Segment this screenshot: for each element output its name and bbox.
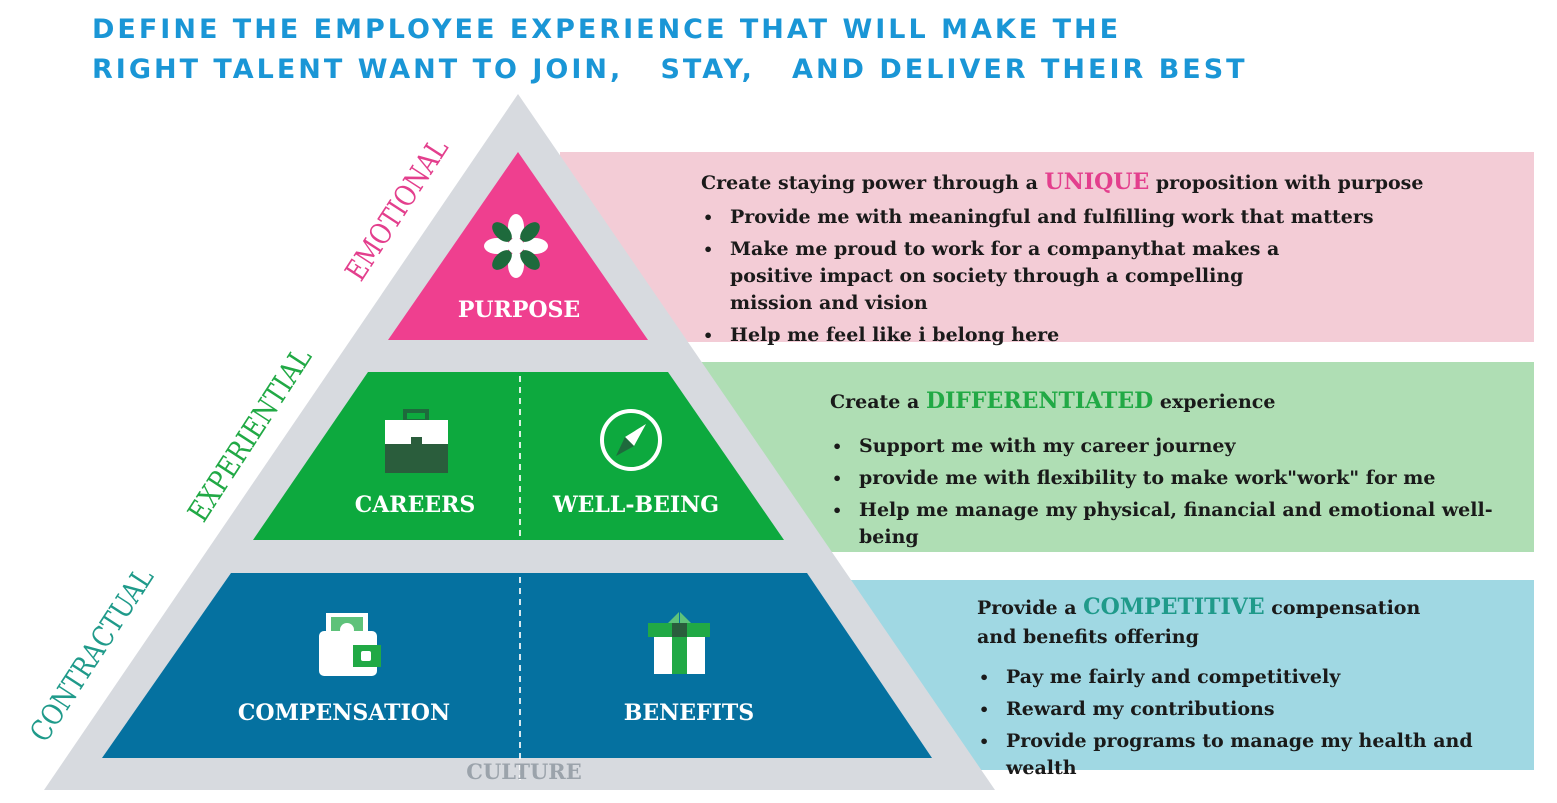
- contractual-keyword: COMPETITIVE: [1083, 594, 1265, 620]
- emotional-heading: Create staying power through a UNIQUE pr…: [701, 168, 1521, 198]
- emotional-heading-pre: Create staying power through a: [701, 172, 1045, 194]
- contractual-heading: Provide a COMPETITIVE compensation and b…: [977, 593, 1457, 652]
- emotional-bullet-list: Provide me with meaningful and fulfillin…: [701, 204, 1521, 349]
- page-title: DEFINE THE EMPLOYEE EXPERIENCE THAT WILL…: [92, 10, 1248, 90]
- compass-icon: [600, 409, 662, 471]
- contractual-heading-post: compensation and benefits offering: [977, 597, 1421, 648]
- careers-label: CAREERS: [355, 492, 476, 518]
- list-item: Help me feel like i belong here: [701, 322, 1521, 349]
- list-item: Make me proud to work for a companythat …: [701, 236, 1330, 317]
- experiential-bullet-list: Support me with my career journey provid…: [830, 433, 1530, 551]
- contractual-heading-pre: Provide a: [977, 597, 1084, 619]
- experiential-heading-pre: Create a: [830, 391, 926, 413]
- culture-label: CULTURE: [466, 759, 581, 784]
- list-item: Reward my contributions: [977, 696, 1527, 723]
- emotional-heading-post: proposition with purpose: [1149, 172, 1424, 194]
- experiential-keyword: DIFFERENTIATED: [925, 388, 1154, 414]
- list-item: Support me with my career journey: [830, 433, 1530, 460]
- emotional-keyword: UNIQUE: [1044, 169, 1150, 195]
- experiential-panel: Create a DIFFERENTIATED experience Suppo…: [830, 387, 1530, 556]
- wallet-icon: [319, 613, 381, 676]
- purpose-label: PURPOSE: [458, 297, 580, 323]
- experiential-tier: [253, 372, 784, 540]
- benefits-label: BENEFITS: [624, 700, 754, 726]
- briefcase-icon: [385, 409, 448, 473]
- list-item: Pay me fairly and competitively: [977, 664, 1527, 691]
- title-line-2: RIGHT TALENT WANT TO JOIN, STAY, AND DEL…: [92, 54, 1248, 85]
- contractual-panel: Provide a COMPETITIVE compensation and b…: [977, 593, 1527, 787]
- contractual-tier: [102, 573, 932, 758]
- flower-icon: [484, 214, 548, 278]
- experiential-heading-post: experience: [1153, 391, 1276, 413]
- list-item: Provide me with meaningful and fulfillin…: [701, 204, 1521, 231]
- compensation-label: COMPENSATION: [238, 700, 450, 726]
- gift-icon: [648, 612, 710, 674]
- experiential-heading: Create a DIFFERENTIATED experience: [830, 387, 1530, 417]
- wellbeing-label: WELL-BEING: [552, 492, 719, 518]
- emotional-panel: Create staying power through a UNIQUE pr…: [701, 168, 1521, 354]
- list-item: Provide programs to manage my health and…: [977, 728, 1527, 782]
- list-item: provide me with flexibility to make work…: [830, 465, 1530, 492]
- title-line-1: DEFINE THE EMPLOYEE EXPERIENCE THAT WILL…: [92, 14, 1122, 45]
- contractual-bullet-list: Pay me fairly and competitively Reward m…: [977, 664, 1527, 782]
- list-item: Help me manage my physical, financial an…: [830, 497, 1530, 551]
